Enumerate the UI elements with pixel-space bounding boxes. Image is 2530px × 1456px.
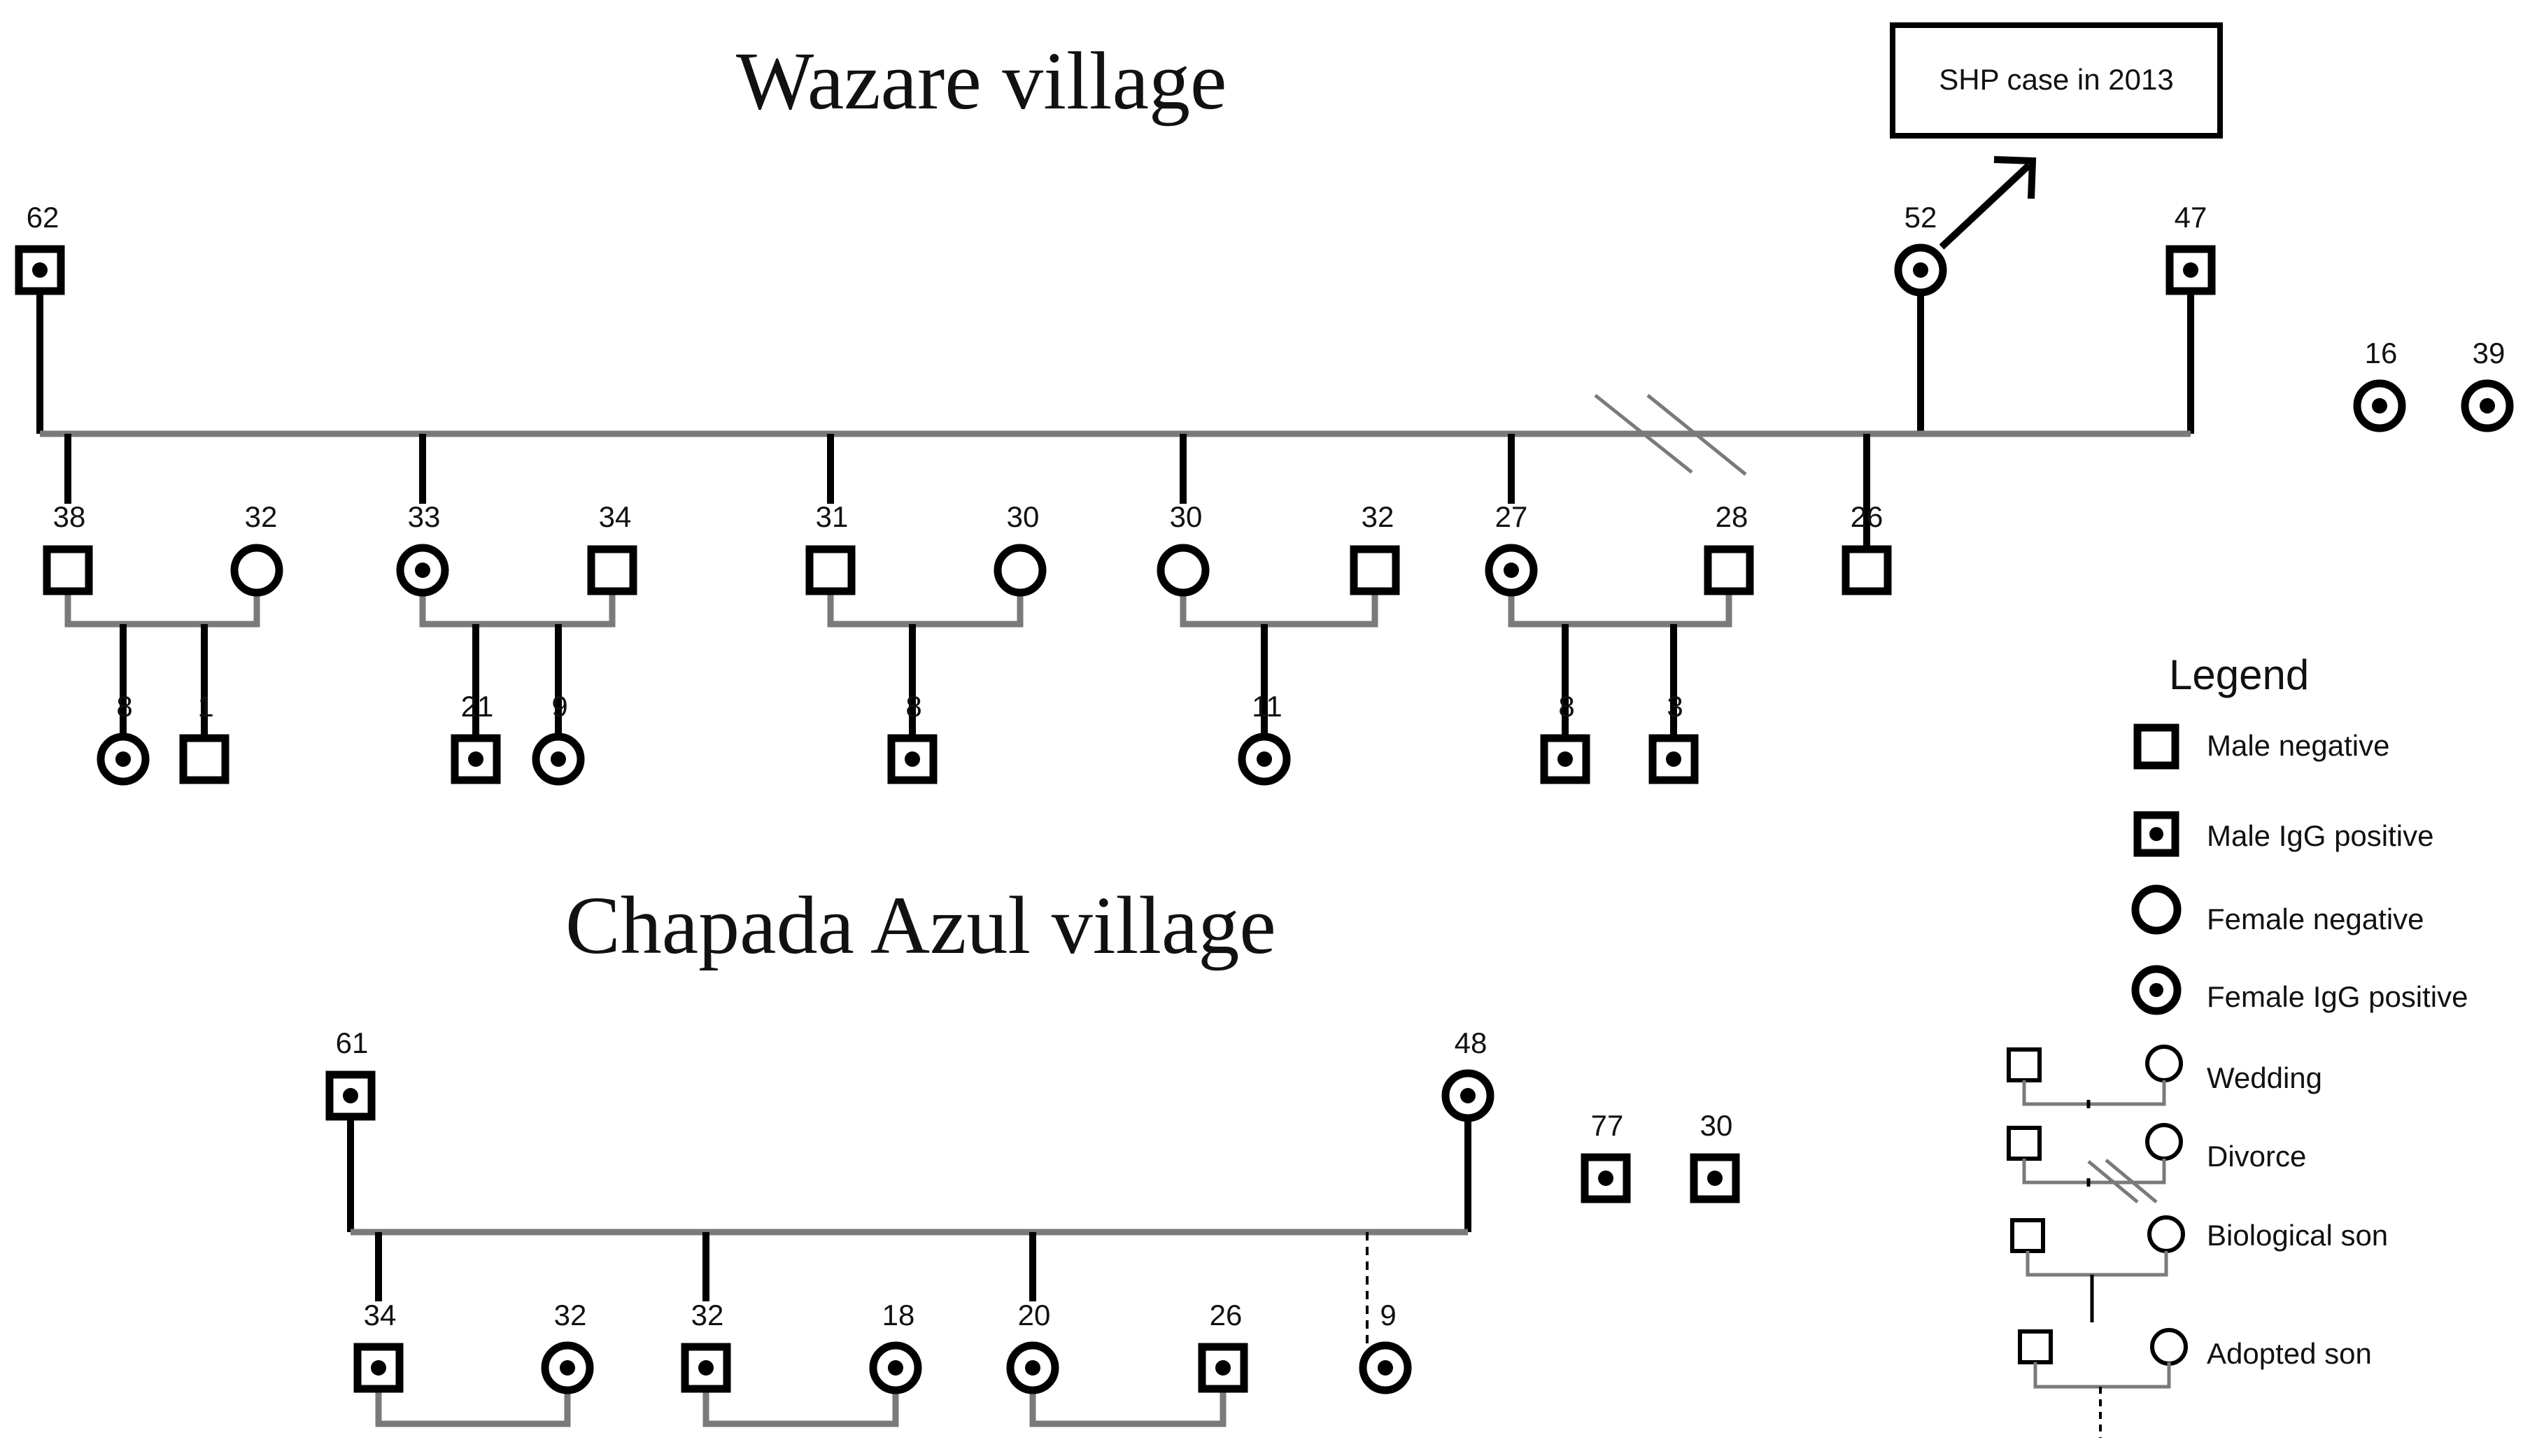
shp-callout-text: SHP case in 2013	[1939, 63, 2173, 96]
age-label: 77	[1591, 1109, 1624, 1142]
age-label: 26	[1851, 500, 1884, 533]
age-label: 52	[1904, 201, 1937, 234]
wazare-title: Wazare village	[736, 35, 1227, 127]
wazare-male-8	[887, 734, 938, 784]
legend-adopted-son-label: Adopted son	[2207, 1337, 2372, 1370]
chapada-male-77	[1581, 1153, 1631, 1203]
age-label: 32	[245, 500, 278, 533]
age-label: 47	[2175, 201, 2207, 234]
age-label: 30	[1700, 1109, 1733, 1142]
chapada-male-61	[325, 1070, 376, 1121]
age-label: 30	[1170, 500, 1203, 533]
legend-female-negative-icon	[2131, 884, 2182, 935]
age-label: 28	[1716, 500, 1748, 533]
divorce-marks	[1594, 394, 1747, 476]
age-label: 1	[197, 690, 213, 723]
legend-female-igg-positive-icon	[2131, 965, 2182, 1015]
legend-male-igg-positive-label: Male IgG positive	[2207, 819, 2433, 852]
wazare-male-31	[805, 545, 856, 595]
legend-divorce-icon	[2007, 1123, 2183, 1203]
age-label: 32	[554, 1299, 587, 1331]
age-label: 21	[461, 690, 494, 723]
wazare-male-38	[43, 545, 93, 595]
wazare-female-32	[230, 544, 283, 597]
wazare-female-9	[532, 733, 585, 786]
legend-biological-son-icon	[2010, 1215, 2185, 1322]
age-label: 48	[1455, 1026, 1487, 1059]
age-label: 8	[116, 690, 132, 723]
wazare-male-1	[179, 734, 229, 784]
wazare-male-32	[1350, 545, 1400, 595]
age-label: 39	[2473, 337, 2506, 369]
age-label: 34	[599, 500, 632, 533]
age-label: 61	[336, 1026, 369, 1059]
age-label: 9	[1380, 1299, 1396, 1331]
chapada-male-32	[681, 1343, 731, 1393]
legend-male-igg-positive-icon	[2133, 811, 2179, 857]
chapada-female-9-adopted	[1359, 1341, 1412, 1394]
age-label: 16	[2365, 337, 2398, 369]
age-label: 20	[1018, 1299, 1051, 1331]
age-label: 8	[1558, 690, 1574, 723]
age-label: 27	[1495, 500, 1528, 533]
legend-divorce-label: Divorce	[2207, 1140, 2306, 1173]
legend-male-negative-icon	[2133, 723, 2179, 770]
wazare-female-8	[97, 733, 150, 786]
legend-male-negative-label: Male negative	[2207, 729, 2390, 762]
age-label: 32	[1362, 500, 1394, 533]
chapada-male-26	[1198, 1343, 1248, 1393]
wazare-male-28	[1704, 545, 1754, 595]
chapada-female-18	[869, 1341, 922, 1394]
shp-callout: SHP case in 2013	[1890, 22, 2223, 139]
wazare-female-33	[396, 544, 449, 597]
wazare-male-47	[2165, 245, 2216, 295]
legend-wedding-icon	[2007, 1045, 2183, 1108]
chapada-female-32	[541, 1341, 594, 1394]
legend-title: Legend	[2169, 651, 2309, 698]
age-label: 62	[27, 201, 59, 234]
age-label: 18	[882, 1299, 915, 1331]
age-label: 3	[1667, 690, 1683, 723]
age-label: 32	[691, 1299, 724, 1331]
age-label: 11	[1252, 690, 1282, 723]
wazare-male-34	[587, 545, 637, 595]
wazare-female-11	[1238, 733, 1291, 786]
age-label: 8	[905, 690, 921, 723]
age-label: 9	[551, 690, 567, 723]
age-label: 31	[816, 500, 849, 533]
age-label: 26	[1210, 1299, 1243, 1331]
wazare-male-62	[15, 245, 65, 295]
callout-arrow-icon	[1939, 156, 2037, 250]
age-label: 34	[364, 1299, 397, 1331]
wazare-male-26	[1842, 545, 1892, 595]
chapada-male-30	[1690, 1153, 1740, 1203]
chapada-female-20	[1006, 1341, 1059, 1394]
wazare-female-27	[1485, 544, 1538, 597]
wazare-male-21	[451, 734, 501, 784]
legend-biological-son-label: Biological son	[2207, 1219, 2388, 1252]
wazare-female-30	[994, 544, 1047, 597]
wazare-male-8-b	[1540, 734, 1590, 784]
legend-wedding-label: Wedding	[2207, 1061, 2322, 1094]
legend-adopted-son-icon	[2018, 1328, 2188, 1438]
wazare-female-30-b	[1157, 544, 1210, 597]
legend-female-igg-positive-label: Female IgG positive	[2207, 980, 2468, 1013]
wazare-female-39	[2461, 379, 2514, 432]
chapada-title: Chapada Azul village	[565, 879, 1276, 971]
wazare-female-52-shp-case	[1894, 243, 1947, 297]
legend-female-negative-label: Female negative	[2207, 903, 2424, 935]
wazare-female-16	[2353, 379, 2406, 432]
chapada-female-48	[1441, 1069, 1494, 1122]
age-label: 30	[1007, 500, 1040, 533]
wazare-male-3	[1648, 734, 1699, 784]
chapada-male-34	[353, 1343, 404, 1393]
age-label: 38	[53, 500, 86, 533]
age-label: 33	[408, 500, 441, 533]
